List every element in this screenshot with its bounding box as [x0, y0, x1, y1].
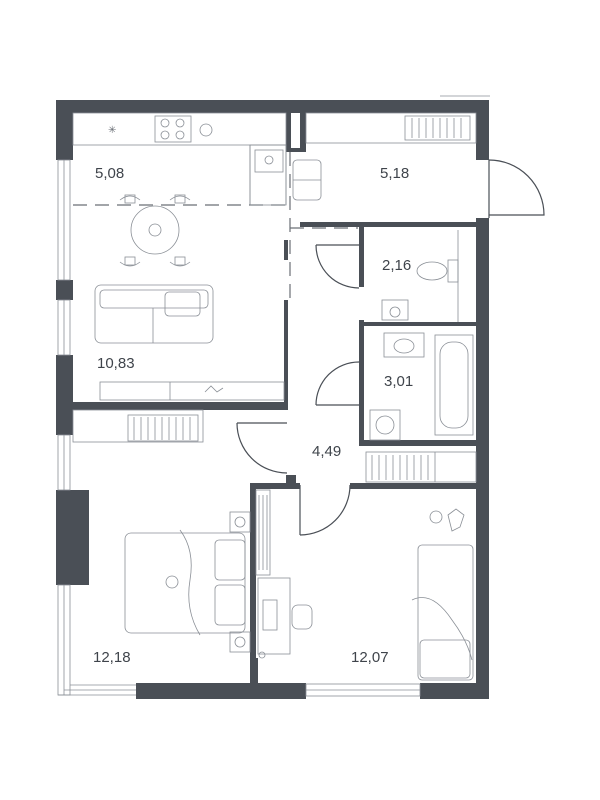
interior-walls [73, 113, 476, 658]
toilet [416, 230, 459, 322]
washing-machine [369, 409, 401, 441]
double-bed [124, 529, 246, 636]
kids-wardrobe [365, 451, 477, 483]
area-labels: 5,08 5,18 2,16 3,01 10,83 4,49 12,18 12,… [93, 165, 413, 666]
tv-stand [99, 381, 285, 401]
bathtub [434, 334, 474, 436]
nightstands [229, 511, 251, 653]
kitchen-counter: ✳ [72, 112, 287, 206]
area-kids-room: 12,07 [351, 649, 389, 666]
bedroom-wardrobe [72, 409, 204, 443]
doors [236, 159, 545, 536]
bath-sink [383, 332, 425, 358]
area-bedroom: 12,18 [93, 649, 131, 666]
sofa [94, 284, 214, 344]
area-wc: 2,16 [382, 257, 411, 274]
area-living: 10,83 [97, 355, 135, 372]
single-bed [411, 544, 474, 681]
area-corridor: 4,49 [312, 443, 341, 460]
dining-table [119, 194, 191, 267]
shoe-rack [292, 159, 322, 201]
area-hall: 5,18 [380, 165, 409, 182]
bookshelf [255, 489, 271, 576]
outer-walls [56, 100, 489, 699]
toys [429, 508, 465, 532]
area-bathroom: 3,01 [384, 373, 413, 390]
windows [57, 95, 490, 697]
desk [257, 577, 313, 659]
wc-sink [381, 299, 409, 321]
snowflake-icon: ✳ [108, 125, 116, 136]
area-kitchen: 5,08 [95, 165, 124, 182]
hall-wardrobe [305, 112, 477, 144]
